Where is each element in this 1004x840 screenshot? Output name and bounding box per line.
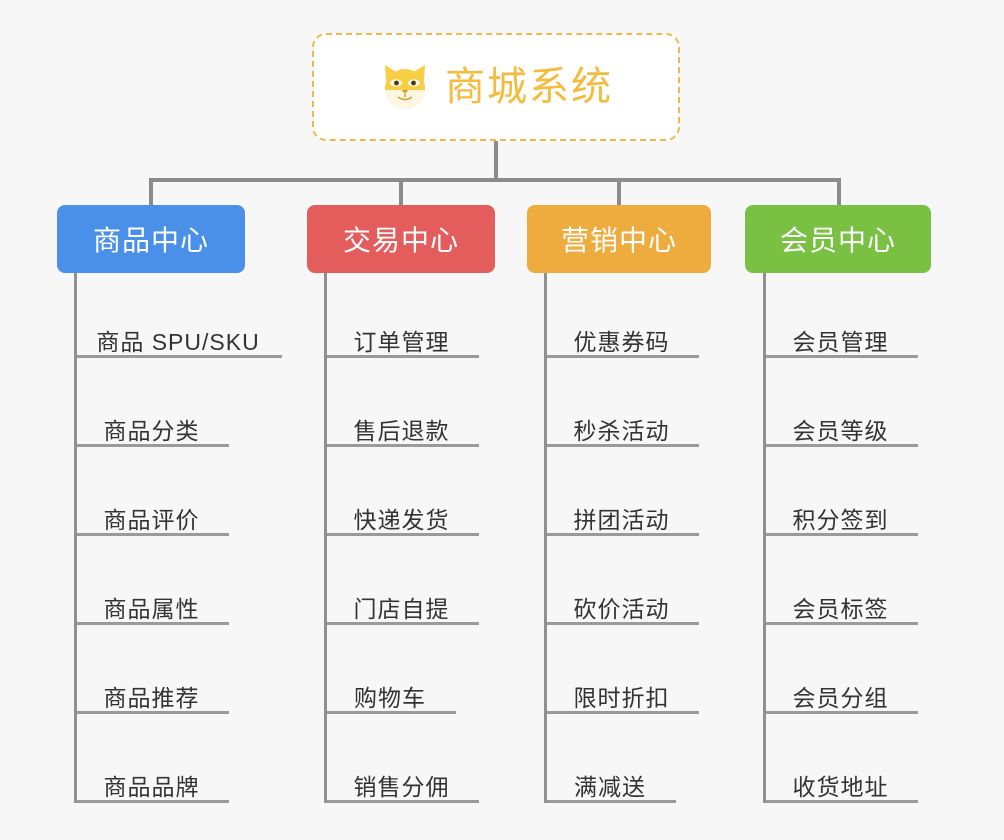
leaf-item-underline bbox=[547, 355, 699, 358]
leaf-item-label: 快递发货 bbox=[353, 506, 450, 533]
leaf-item-label: 商品 SPU/SKU bbox=[96, 328, 260, 355]
leaf-item-label: 商品评价 bbox=[103, 506, 200, 533]
leaf-item-label: 积分签到 bbox=[792, 506, 889, 533]
leaf-item-underline bbox=[766, 800, 918, 803]
leaf-item[interactable]: 商品属性 bbox=[74, 539, 229, 628]
leaf-item-underline bbox=[547, 800, 676, 803]
leaf-item-label: 限时折扣 bbox=[573, 684, 670, 711]
category-title: 商品中心 bbox=[92, 225, 209, 256]
leaf-item[interactable]: 限时折扣 bbox=[544, 628, 699, 717]
leaf-item-underline bbox=[766, 355, 918, 358]
leaf-item[interactable]: 收货地址 bbox=[763, 717, 918, 806]
leaf-item-underline bbox=[327, 355, 479, 358]
leaf-item[interactable]: 拼团活动 bbox=[544, 450, 699, 539]
leaf-item-label: 满减送 bbox=[574, 773, 646, 800]
leaf-item-underline bbox=[327, 800, 479, 803]
leaf-item-label: 砍价活动 bbox=[573, 595, 670, 622]
leaf-item-underline bbox=[77, 711, 229, 714]
leaf-item-label: 会员分组 bbox=[792, 684, 889, 711]
leaf-item[interactable]: 售后退款 bbox=[324, 361, 479, 450]
leaf-item-underline bbox=[77, 355, 282, 358]
leaf-item-label: 购物车 bbox=[354, 684, 426, 711]
shiba-dog-icon bbox=[379, 61, 431, 113]
leaf-item-label: 拼团活动 bbox=[573, 506, 670, 533]
leaf-item-underline bbox=[547, 533, 699, 536]
category-box-4[interactable]: 会员中心 bbox=[745, 205, 931, 273]
leaf-item-underline bbox=[327, 533, 479, 536]
leaf-item[interactable]: 商品品牌 bbox=[74, 717, 229, 806]
leaf-item[interactable]: 砍价活动 bbox=[544, 539, 699, 628]
leaf-item-underline bbox=[77, 800, 229, 803]
leaf-item[interactable]: 优惠券码 bbox=[544, 272, 699, 361]
leaf-item[interactable]: 订单管理 bbox=[324, 272, 479, 361]
leaf-item[interactable]: 商品推荐 bbox=[74, 628, 229, 717]
leaf-item[interactable]: 会员管理 bbox=[763, 272, 918, 361]
leaf-item[interactable]: 销售分佣 bbox=[324, 717, 479, 806]
leaf-item-underline bbox=[77, 533, 229, 536]
connector-drop-4 bbox=[837, 178, 841, 206]
category-title: 会员中心 bbox=[779, 225, 896, 256]
leaf-item[interactable]: 满减送 bbox=[544, 717, 676, 806]
column-spine bbox=[324, 273, 327, 803]
leaf-item-label: 会员管理 bbox=[792, 328, 889, 355]
leaf-item-label: 商品品牌 bbox=[103, 773, 200, 800]
leaf-item[interactable]: 会员标签 bbox=[763, 539, 918, 628]
leaf-item-underline bbox=[547, 622, 699, 625]
category-box-2[interactable]: 交易中心 bbox=[307, 205, 495, 273]
category-box-1[interactable]: 商品中心 bbox=[57, 205, 245, 273]
leaf-item[interactable]: 会员等级 bbox=[763, 361, 918, 450]
root-node[interactable]: 商城系统 bbox=[312, 33, 680, 141]
leaf-item[interactable]: 会员分组 bbox=[763, 628, 918, 717]
leaf-item-label: 秒杀活动 bbox=[573, 417, 670, 444]
leaf-column-1: 商品 SPU/SKU 商品分类商品评价商品属性商品推荐商品品牌 bbox=[74, 273, 294, 804]
connector-drop-2 bbox=[399, 178, 403, 206]
leaf-item[interactable]: 门店自提 bbox=[324, 539, 479, 628]
leaf-item-label: 商品推荐 bbox=[103, 684, 200, 711]
leaf-item[interactable]: 商品评价 bbox=[74, 450, 229, 539]
root-title: 商城系统 bbox=[445, 65, 613, 109]
category-box-3[interactable]: 营销中心 bbox=[527, 205, 711, 273]
leaf-item-label: 会员等级 bbox=[792, 417, 889, 444]
leaf-item-underline bbox=[77, 444, 229, 447]
connector-root-stem bbox=[494, 141, 498, 180]
leaf-item-label: 订单管理 bbox=[353, 328, 450, 355]
leaf-item-underline bbox=[766, 533, 918, 536]
column-spine bbox=[544, 273, 547, 803]
leaf-item-underline bbox=[766, 444, 918, 447]
leaf-item-label: 商品分类 bbox=[103, 417, 200, 444]
leaf-item-underline bbox=[327, 444, 479, 447]
leaf-item-label: 销售分佣 bbox=[353, 773, 450, 800]
leaf-item-underline bbox=[766, 622, 918, 625]
leaf-column-4: 会员管理会员等级积分签到会员标签会员分组收货地址 bbox=[763, 273, 983, 804]
leaf-item[interactable]: 购物车 bbox=[324, 628, 456, 717]
leaf-item-label: 售后退款 bbox=[353, 417, 450, 444]
connector-drop-1 bbox=[149, 178, 153, 206]
column-spine bbox=[74, 273, 77, 803]
leaf-item[interactable]: 商品分类 bbox=[74, 361, 229, 450]
leaf-item-label: 优惠券码 bbox=[573, 328, 670, 355]
leaf-item[interactable]: 秒杀活动 bbox=[544, 361, 699, 450]
leaf-column-3: 优惠券码秒杀活动拼团活动砍价活动限时折扣满减送 bbox=[544, 273, 764, 804]
leaf-item-underline bbox=[766, 711, 918, 714]
leaf-column-2: 订单管理售后退款快递发货门店自提购物车销售分佣 bbox=[324, 273, 544, 804]
category-title: 营销中心 bbox=[560, 225, 677, 256]
leaf-item-underline bbox=[327, 711, 456, 714]
leaf-item-underline bbox=[77, 622, 229, 625]
column-spine bbox=[763, 273, 766, 803]
leaf-item-underline bbox=[547, 711, 699, 714]
leaf-item-label: 收货地址 bbox=[792, 773, 889, 800]
leaf-item[interactable]: 商品 SPU/SKU bbox=[74, 272, 282, 361]
leaf-item[interactable]: 积分签到 bbox=[763, 450, 918, 539]
leaf-item-label: 商品属性 bbox=[103, 595, 200, 622]
leaf-item-underline bbox=[327, 622, 479, 625]
leaf-item-label: 会员标签 bbox=[792, 595, 889, 622]
connector-horizontal-bus bbox=[149, 178, 841, 182]
leaf-item[interactable]: 快递发货 bbox=[324, 450, 479, 539]
leaf-item-underline bbox=[547, 444, 699, 447]
connector-drop-3 bbox=[617, 178, 621, 206]
category-title: 交易中心 bbox=[342, 225, 459, 256]
leaf-item-label: 门店自提 bbox=[353, 595, 450, 622]
